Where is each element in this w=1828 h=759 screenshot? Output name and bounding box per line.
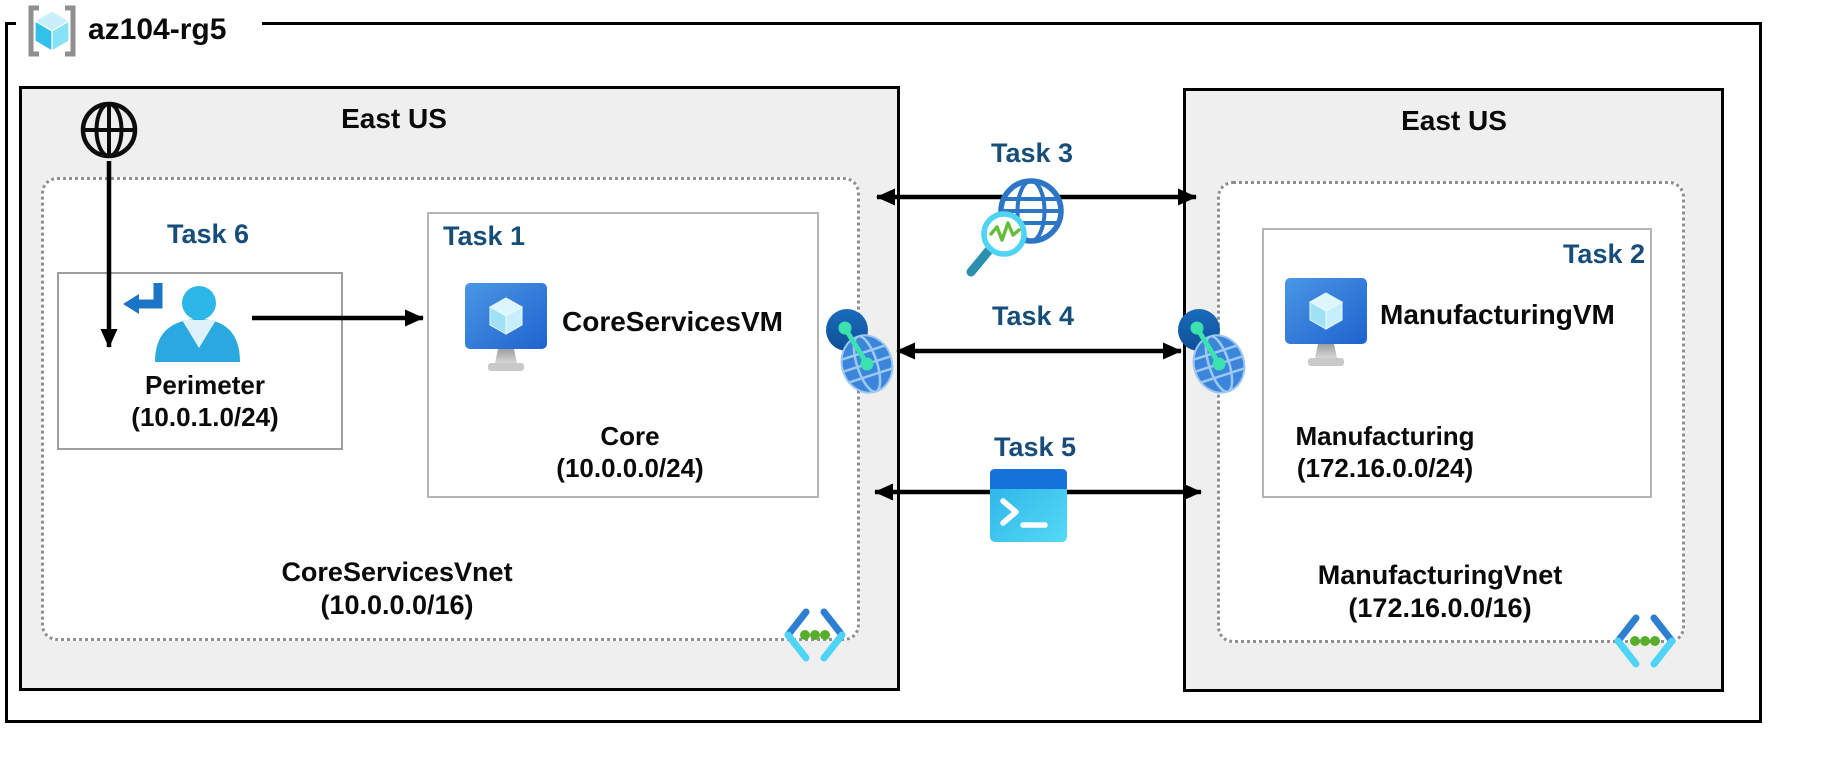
core-subnet-name: Core	[600, 421, 660, 451]
perimeter-subnet-name: Perimeter	[145, 370, 265, 400]
coreservices-vnet-label: CoreServicesVnet (10.0.0.0/16)	[281, 556, 512, 622]
resource-group-box	[5, 22, 1762, 723]
task1-box	[427, 212, 819, 498]
task1-label: Task 1	[443, 221, 526, 251]
resource-group-name: az104-rg5	[88, 13, 227, 46]
coreservices-vnet-cidr: (10.0.0.0/16)	[320, 590, 474, 620]
resource-group-label-mask	[16, 14, 262, 36]
perimeter-subnet-cidr: (10.0.1.0/24)	[131, 402, 279, 432]
manufacturing-subnet-cidr: (172.16.0.0/24)	[1296, 453, 1474, 483]
task5-label: Task 5	[993, 432, 1077, 462]
task4-label: Task 4	[991, 301, 1075, 331]
resource-group-icon	[24, 2, 80, 60]
manufacturing-vnet-name: ManufacturingVnet	[1317, 560, 1563, 590]
vm-icon-manufacturing	[1283, 276, 1369, 372]
internet-icon	[78, 99, 140, 161]
region-title-left: East US	[341, 103, 447, 134]
manufacturing-vnet-label: ManufacturingVnet (172.16.0.0/16)	[1318, 559, 1563, 625]
region-title-right: East US	[1401, 105, 1507, 136]
core-subnet-cidr: (10.0.0.0/24)	[556, 453, 704, 483]
subnet-icon-left	[784, 608, 846, 662]
coreservices-vnet-name: CoreServicesVnet	[281, 557, 513, 587]
cloud-shell-icon	[989, 468, 1069, 544]
manufacturing-subnet-name: Manufacturing	[1295, 421, 1475, 451]
network-watcher-icon	[953, 172, 1071, 290]
vm-icon-coreservices	[463, 281, 549, 377]
task6-label: Task 6	[166, 219, 250, 249]
perimeter-subnet-label: Perimeter (10.0.1.0/24)	[131, 369, 278, 433]
core-subnet-label: Core (10.0.0.0/24)	[556, 420, 703, 484]
task3-label: Task 3	[990, 138, 1074, 168]
signin-user-icon	[122, 274, 244, 366]
manufacturing-vm-name: ManufacturingVM	[1380, 299, 1615, 330]
coreservices-vm-name: CoreServicesVM	[562, 306, 784, 337]
task2-label: Task 2	[1562, 239, 1645, 269]
vnet-peering-icon-left	[826, 305, 896, 400]
manufacturing-subnet-label: Manufacturing (172.16.0.0/24)	[1295, 420, 1474, 484]
manufacturing-vnet-cidr: (172.16.0.0/16)	[1348, 593, 1532, 623]
subnet-icon-right	[1614, 614, 1676, 668]
vnet-peering-icon-right	[1178, 305, 1248, 400]
